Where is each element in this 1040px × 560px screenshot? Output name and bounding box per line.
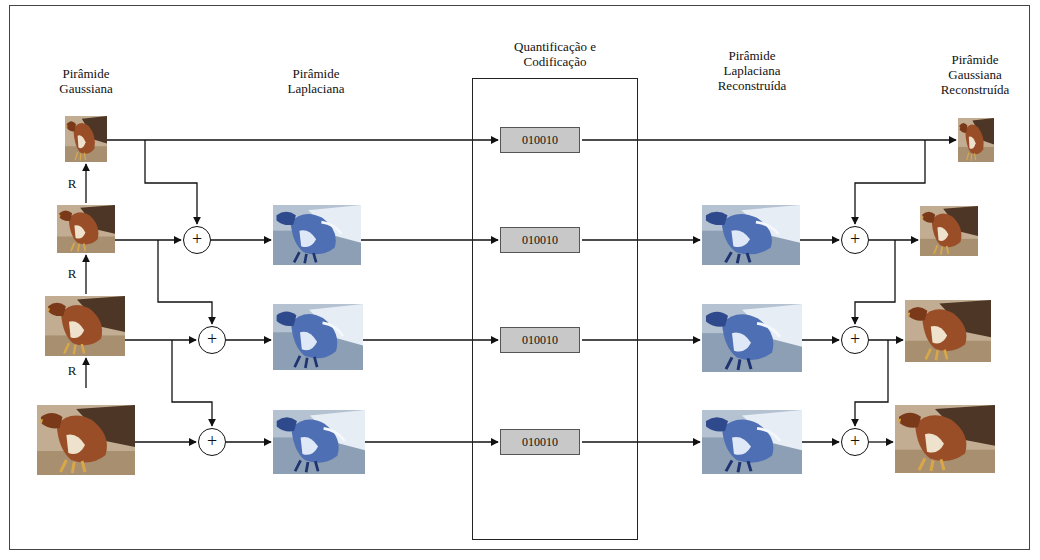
gaussian-image bbox=[45, 296, 125, 356]
outer-frame bbox=[10, 6, 1030, 550]
reconstructed-gaussian-image bbox=[905, 300, 991, 362]
signal-wire bbox=[869, 339, 903, 340]
laplacian-image bbox=[273, 205, 361, 265]
signal-wire bbox=[582, 339, 700, 340]
reconstructed-gaussian-image bbox=[895, 405, 995, 473]
reconstructed-laplacian-image bbox=[702, 304, 802, 372]
signal-wire bbox=[361, 239, 498, 240]
plus-sign: + bbox=[207, 330, 217, 348]
column-heading: Pirâmide Gaussiana bbox=[38, 66, 134, 96]
code-box: 010010 bbox=[500, 327, 580, 353]
reduce-arrow bbox=[85, 255, 86, 294]
bit-code: 010010 bbox=[522, 333, 558, 347]
gaussian-image bbox=[57, 205, 115, 253]
signal-wire bbox=[802, 339, 839, 340]
reduce-arrow bbox=[85, 358, 86, 388]
laplacian-image bbox=[273, 304, 363, 370]
bit-code: 010010 bbox=[522, 233, 558, 247]
reconstructed-gaussian-image bbox=[958, 118, 994, 162]
sum-circle: + bbox=[841, 326, 869, 354]
signal-wire bbox=[582, 441, 700, 442]
plus-sign: + bbox=[192, 230, 202, 248]
signal-wire bbox=[869, 239, 918, 240]
reconstructed-laplacian-image bbox=[702, 410, 802, 474]
signal-wire bbox=[158, 240, 212, 324]
gaussian-image bbox=[65, 116, 107, 162]
reduce-arrow bbox=[85, 164, 86, 203]
signal-wire bbox=[869, 441, 893, 442]
reduce-label: R bbox=[64, 176, 80, 191]
column-heading: Pirâmide Gaussiana Reconstruída bbox=[925, 52, 1025, 97]
reduce-label: R bbox=[64, 266, 80, 281]
signal-wire bbox=[226, 339, 271, 340]
code-box: 010010 bbox=[500, 429, 580, 455]
signal-wire bbox=[107, 139, 498, 140]
sum-circle: + bbox=[198, 326, 226, 354]
sum-circle: + bbox=[841, 226, 869, 254]
signal-wire bbox=[145, 140, 197, 224]
signal-wire bbox=[211, 239, 271, 240]
box-heading: Quantificação e Codificação bbox=[493, 39, 617, 69]
quantization-coding-box: Quantificação e Codificação0100100100100… bbox=[472, 78, 638, 540]
plus-sign: + bbox=[207, 432, 217, 450]
signal-wire bbox=[115, 239, 181, 240]
reconstructed-laplacian-image bbox=[702, 205, 800, 265]
code-box: 010010 bbox=[500, 227, 580, 253]
signal-wire bbox=[582, 239, 700, 240]
reconstructed-gaussian-image bbox=[920, 206, 978, 256]
sum-circle: + bbox=[841, 428, 869, 456]
signal-wire bbox=[802, 441, 839, 442]
code-box: 010010 bbox=[500, 127, 580, 153]
signal-wire bbox=[135, 441, 196, 442]
plus-sign: + bbox=[850, 230, 860, 248]
reduce-label: R bbox=[64, 363, 80, 378]
signal-wire bbox=[365, 441, 498, 442]
signal-wire bbox=[125, 339, 196, 340]
plus-sign: + bbox=[850, 432, 860, 450]
signal-wire bbox=[582, 139, 956, 140]
plus-sign: + bbox=[850, 330, 860, 348]
sum-circle: + bbox=[198, 428, 226, 456]
bit-code: 010010 bbox=[522, 435, 558, 449]
signal-wire bbox=[855, 140, 925, 224]
signal-wire bbox=[226, 441, 271, 442]
sum-circle: + bbox=[183, 226, 211, 254]
column-heading: Pirâmide Laplaciana Reconstruída bbox=[702, 48, 802, 93]
bit-code: 010010 bbox=[522, 133, 558, 147]
laplacian-image bbox=[273, 410, 365, 474]
signal-wire bbox=[800, 239, 839, 240]
gaussian-image bbox=[37, 405, 135, 475]
signal-wire bbox=[363, 339, 498, 340]
column-heading: Pirâmide Laplaciana bbox=[268, 66, 364, 96]
